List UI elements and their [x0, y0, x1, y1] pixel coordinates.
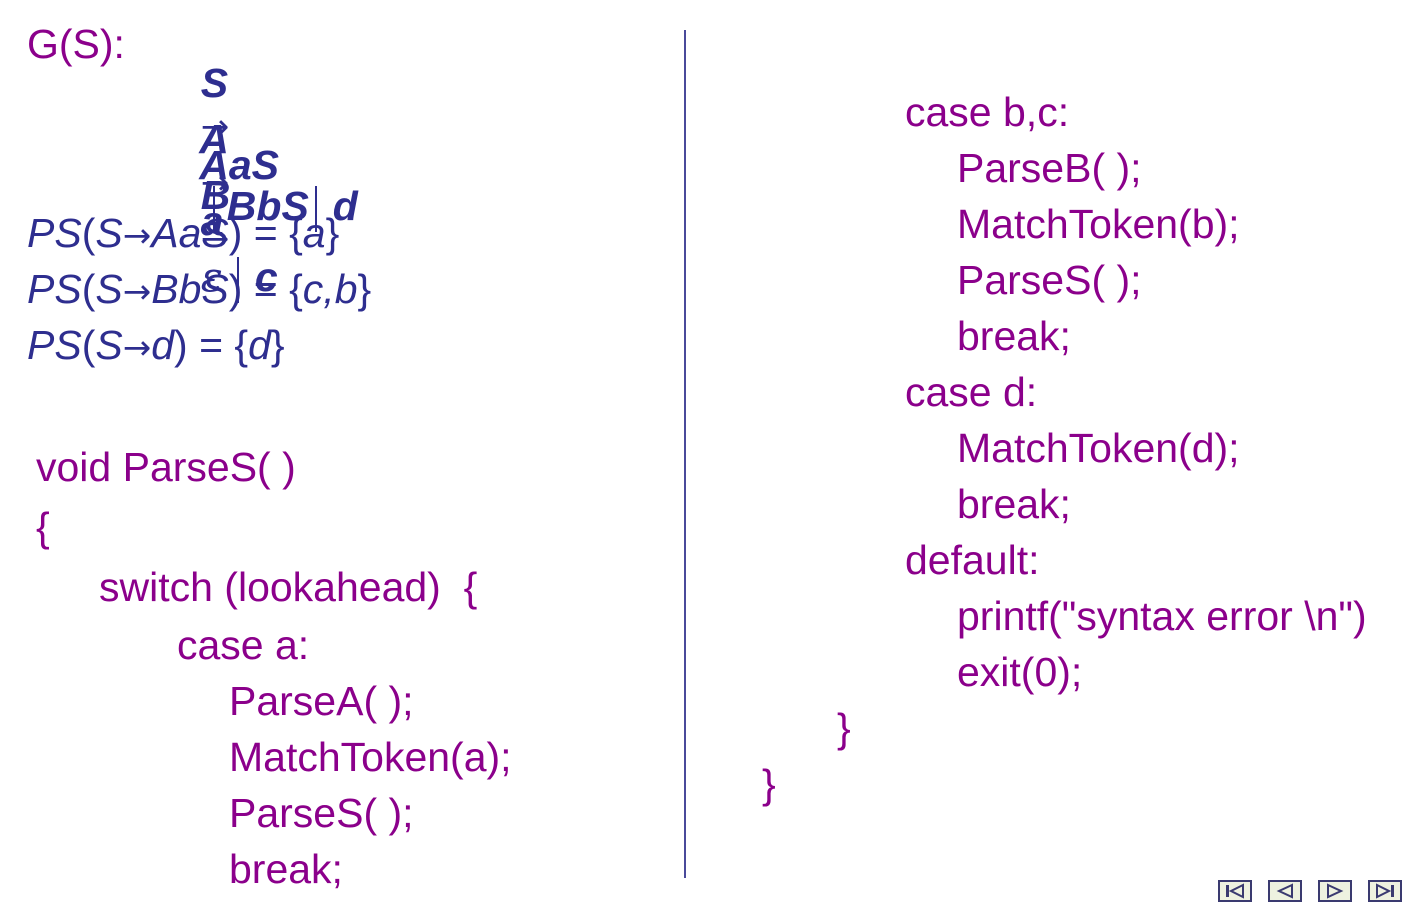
- code-line: break;: [229, 846, 343, 892]
- ps-arrow: →: [122, 272, 152, 312]
- predict-set-3: PS(S→d) = {d}: [27, 322, 285, 368]
- ps-arrow: →: [122, 216, 152, 256]
- code-line: printf("syntax error \n"): [957, 593, 1367, 639]
- next-slide-icon: [1327, 883, 1344, 899]
- code-line: ParseB( );: [957, 145, 1142, 191]
- rule-b-epsilon: ε: [200, 253, 223, 301]
- predict-set-2: PS(S→BbS) = {c,b}: [27, 266, 372, 312]
- grammar-label: G(S):: [27, 21, 125, 67]
- last-slide-button[interactable]: [1368, 880, 1402, 902]
- predict-set-1: PS(S→AaS) = {a}: [27, 210, 340, 256]
- ps-label: PS: [27, 322, 82, 368]
- code-line: case d:: [905, 369, 1038, 415]
- code-line: ParseS( );: [957, 257, 1142, 303]
- rule-s-alt2: BbS: [226, 183, 309, 229]
- alternative-separator: [236, 257, 239, 304]
- rule-b-alt2: c: [254, 254, 278, 300]
- grammar-rule-s: S → AaS BbS d: [178, 22, 358, 233]
- grammar-rule-a: A → a: [178, 78, 229, 242]
- previous-slide-icon: [1276, 883, 1293, 899]
- code-line: switch (lookahead) {: [99, 564, 478, 610]
- alternative-separator: [314, 186, 317, 233]
- code-line: case b,c:: [905, 89, 1070, 135]
- rule-s-lhs: S: [200, 60, 229, 106]
- next-slide-button[interactable]: [1318, 880, 1352, 902]
- rule-a-lhs: A: [199, 116, 229, 162]
- last-slide-icon: [1376, 883, 1394, 899]
- rule-s-alt3: d: [332, 183, 358, 229]
- rule-a-alt1: a: [200, 198, 224, 244]
- alternative-separator: [212, 186, 215, 233]
- ps-arrow: →: [122, 328, 152, 368]
- code-line: void ParseS( ): [36, 444, 296, 490]
- code-line: {: [36, 504, 50, 550]
- previous-slide-button[interactable]: [1268, 880, 1302, 902]
- first-slide-button[interactable]: [1218, 880, 1252, 902]
- rule-b-arrow: →: [200, 219, 230, 259]
- column-divider: [684, 30, 686, 878]
- rule-s-arrow: →: [200, 107, 230, 147]
- code-line: ParseA( );: [229, 678, 414, 724]
- code-line: default:: [905, 537, 1040, 583]
- code-line: case a:: [177, 622, 310, 668]
- rule-a-arrow: →: [200, 163, 230, 203]
- ps-label: PS: [27, 210, 82, 256]
- code-line: MatchToken(d);: [957, 425, 1240, 471]
- first-slide-icon: [1226, 883, 1244, 899]
- code-line: exit(0);: [957, 649, 1083, 695]
- code-line: MatchToken(a);: [229, 734, 512, 780]
- code-line: break;: [957, 313, 1071, 359]
- rule-b-lhs: B: [200, 172, 231, 218]
- code-line: break;: [957, 481, 1071, 527]
- rule-s-alt1: AaS: [199, 142, 280, 188]
- closing-brace: }: [762, 761, 776, 807]
- closing-brace: }: [837, 705, 851, 751]
- code-line: MatchToken(b);: [957, 201, 1240, 247]
- slide-navigation: [1218, 880, 1402, 902]
- ps-label: PS: [27, 266, 82, 312]
- code-line: ParseS( );: [229, 790, 414, 836]
